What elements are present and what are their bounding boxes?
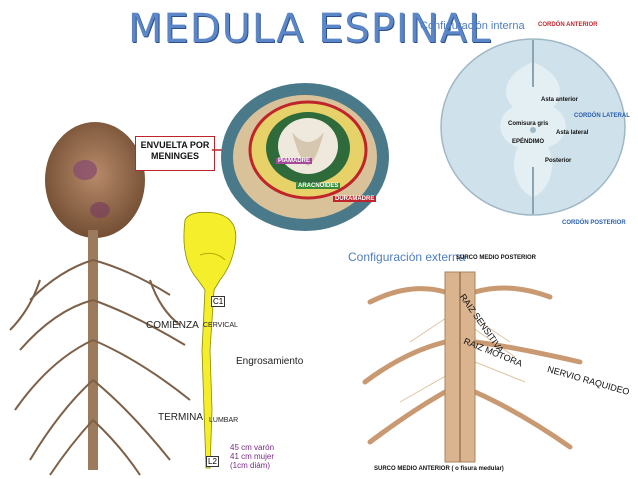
piamadre-tag: PIAMADRE — [276, 158, 313, 164]
cordon-lateral-label: CORDÓN LATERAL — [574, 113, 630, 119]
asta-lateral-label: Asta lateral — [556, 130, 589, 136]
spinal-column-shape — [88, 230, 98, 470]
c1-marker: C1 — [211, 296, 226, 307]
comienza-label: COMIENZA — [146, 320, 199, 331]
length-mujer: 41 cm mujer — [230, 452, 275, 461]
aracnoides-tag: ARACNOIDES — [296, 183, 341, 189]
external-heading: Configuración externa — [348, 250, 466, 264]
asta-anterior-label: Asta anterior — [541, 97, 579, 103]
engrosamiento-label: Engrosamiento — [236, 356, 304, 367]
posterior-label: Posterior — [545, 158, 572, 164]
meninges-label-box: ENVUELTA POR MENINGES — [135, 136, 215, 171]
cordon-anterior-label: CORDÓN ANTERIOR — [538, 22, 598, 28]
brain-shape — [45, 122, 145, 238]
diameter: (1cm diám) — [230, 461, 271, 470]
comisura-gris-label: Comisura gris — [508, 121, 549, 127]
surco-posterior-label: SURCO MEDIO POSTERIOR — [456, 255, 537, 261]
nervous-system-illustration — [9, 122, 191, 476]
cervical-label: CERVICAL — [203, 322, 238, 329]
external-configuration-illustration — [362, 271, 583, 463]
l2-marker: L2 — [206, 456, 219, 467]
lumbar-label: LUMBAR — [209, 417, 239, 424]
length-varon: 45 cm varón — [230, 443, 275, 452]
length-info: 45 cm varón 41 cm mujer (1cm diám) — [230, 443, 274, 470]
page-title: MEDULA ESPINAL — [128, 6, 492, 52]
cordon-posterior-label: CORDÓN POSTERIOR — [562, 220, 626, 226]
duramadre-tag: DURAMADRE — [333, 196, 377, 202]
internal-cross-section — [440, 38, 626, 216]
internal-heading: Configuración interna — [420, 20, 525, 32]
surco-anterior-label: SURCO MEDIO ANTERIOR ( o fisura medular) — [374, 466, 504, 472]
termina-label: TERMINA — [158, 412, 203, 423]
ependimo-label: EPÉNDIMO — [512, 139, 545, 145]
meninges-line1: ENVUELTA POR — [140, 140, 210, 150]
spinal-cord-diagram — [183, 211, 237, 469]
meninges-line2: MENINGES — [150, 151, 199, 161]
